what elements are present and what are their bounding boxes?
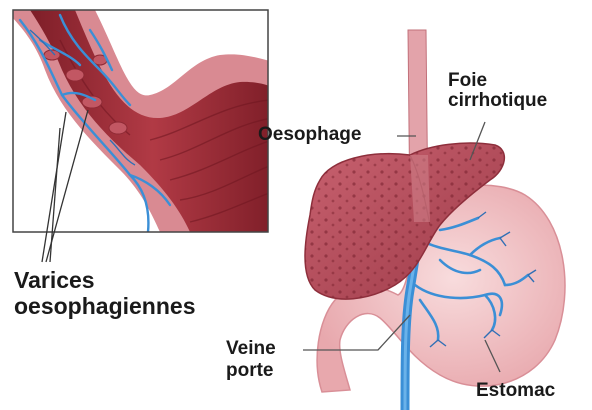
veine-label-line2: porte bbox=[226, 361, 276, 381]
veine-porte-label: Veine porte bbox=[226, 339, 276, 381]
esophagus-closeup-inset bbox=[5, 10, 275, 232]
varices-label-line1: Varices bbox=[14, 268, 195, 292]
foie-label: Foie cirrhotique bbox=[448, 71, 547, 111]
varices-label-line2: oesophagiennes bbox=[14, 294, 195, 318]
veine-label-line1: Veine bbox=[226, 339, 276, 359]
foie-label-line1: Foie bbox=[448, 71, 547, 91]
foie-label-line2: cirrhotique bbox=[448, 91, 547, 111]
oesophage-label: Oesophage bbox=[258, 125, 361, 145]
varices-label: Varices oesophagiennes bbox=[14, 268, 195, 318]
estomac-label: Estomac bbox=[476, 381, 555, 401]
